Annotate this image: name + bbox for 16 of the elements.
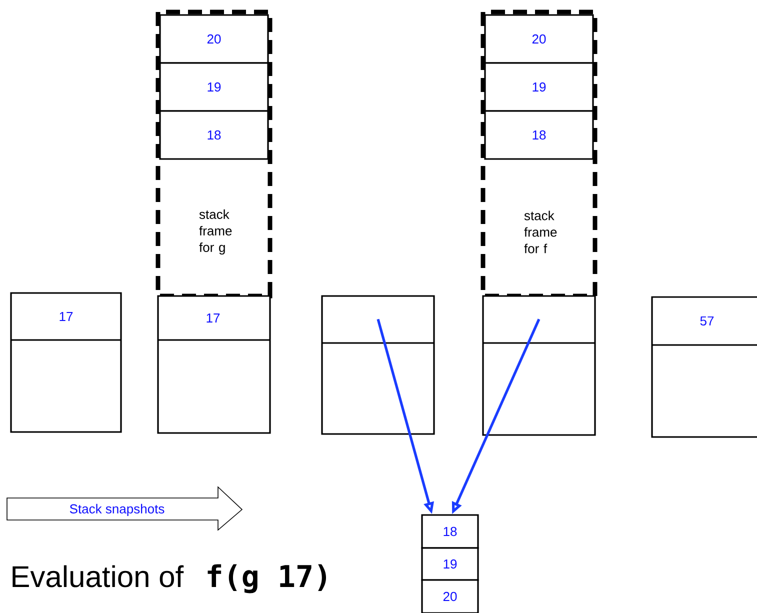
stack-snapshot: 17: [157, 295, 271, 434]
stack-cell: 20: [421, 579, 479, 613]
code-text: f(g 17): [208, 564, 326, 594]
stack-cell: 19: [484, 62, 594, 112]
stack-snapshot: [321, 295, 435, 435]
stack-cell: 18: [484, 110, 594, 160]
stack-snapshot: [482, 295, 596, 436]
stack-cell: 19: [421, 547, 479, 581]
stack-cell: 18: [421, 514, 479, 549]
stack-cell: 19: [159, 62, 269, 112]
stack-cell: 20: [484, 14, 594, 64]
stack-cell: 20: [159, 14, 269, 64]
caption-text: Evaluation of: [12, 565, 184, 588]
stack-snapshot: 57: [651, 296, 757, 438]
stack-cell: 18: [159, 110, 269, 160]
stack-snapshot: 17: [10, 292, 122, 433]
